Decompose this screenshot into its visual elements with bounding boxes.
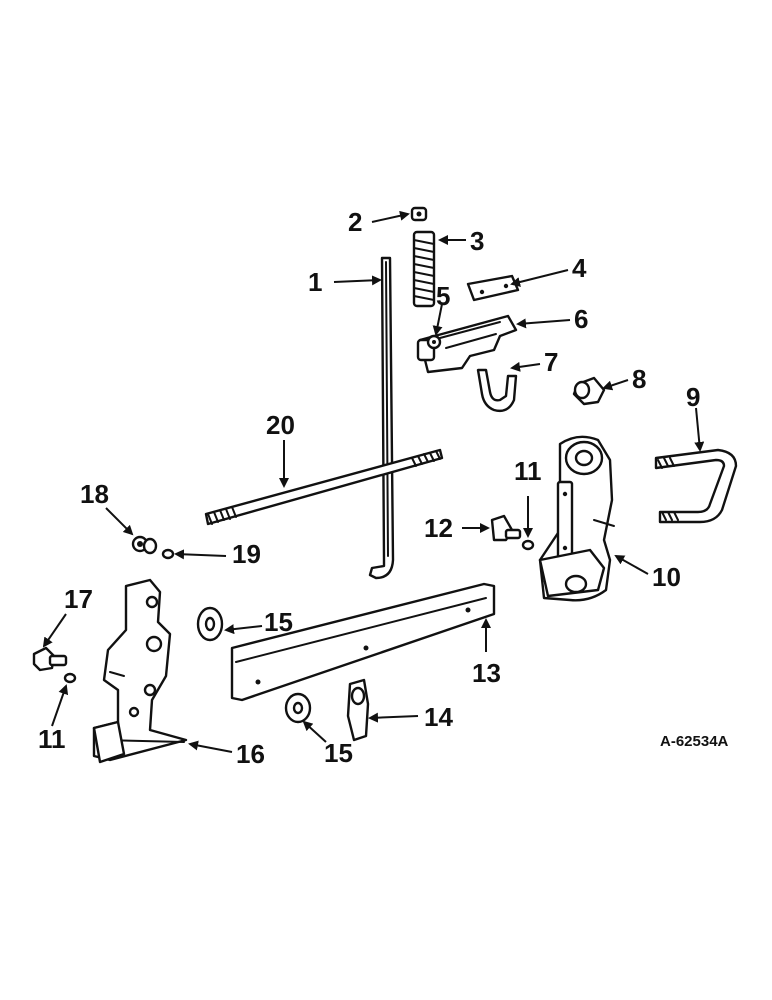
callout-6: 6 xyxy=(574,304,588,334)
part-11-washer-lower xyxy=(63,672,77,684)
callout-17: 17 xyxy=(64,584,93,614)
part-17-bolt xyxy=(32,646,68,672)
callout-7: 7 xyxy=(544,347,558,377)
callout-3: 3 xyxy=(470,226,484,256)
callout-18: 18 xyxy=(80,479,109,509)
callout-15-upper: 15 xyxy=(264,607,293,637)
callout-19: 19 xyxy=(232,539,261,569)
part-4-plate xyxy=(466,274,520,302)
callout-12: 12 xyxy=(424,513,453,543)
part-2-nut xyxy=(410,206,428,222)
callout-5: 5 xyxy=(436,281,450,311)
part-14-clamp xyxy=(346,678,370,742)
callout-9: 9 xyxy=(686,382,700,412)
drawing-reference: A-62534A xyxy=(660,733,729,750)
part-15-spacer-upper xyxy=(196,606,224,642)
callout-10: 10 xyxy=(652,562,681,592)
part-16-frame-bracket xyxy=(92,578,188,764)
part-10-bracket xyxy=(538,435,615,602)
callout-14: 14 xyxy=(424,702,453,732)
part-19-washer xyxy=(142,537,175,560)
part-13-bar xyxy=(230,582,496,702)
callout-8: 8 xyxy=(632,364,646,394)
part-8-bushing xyxy=(572,376,606,406)
part-11-washer-upper xyxy=(521,539,535,551)
part-6-latch-bracket xyxy=(416,314,518,374)
callout-15-lower: 15 xyxy=(324,738,353,768)
part-7-u-clip xyxy=(476,368,518,413)
part-12-bolt xyxy=(490,514,522,542)
callout-1: 1 xyxy=(308,267,322,297)
part-1-lever-rod xyxy=(368,256,395,580)
leader-lines xyxy=(42,210,705,753)
callout-20: 20 xyxy=(266,410,295,440)
part-5-pin xyxy=(426,334,442,350)
callout-11-lower: 11 xyxy=(38,724,66,754)
callout-16: 16 xyxy=(236,739,265,769)
part-20-threaded-rod xyxy=(204,448,444,526)
callout-11-upper: 11 xyxy=(514,456,542,486)
part-15-spacer-lower xyxy=(284,692,312,724)
callout-4: 4 xyxy=(572,253,587,283)
callout-13: 13 xyxy=(472,658,501,688)
callout-2: 2 xyxy=(348,207,362,237)
part-9-u-bolt xyxy=(654,448,738,524)
part-3-spring xyxy=(412,230,436,308)
